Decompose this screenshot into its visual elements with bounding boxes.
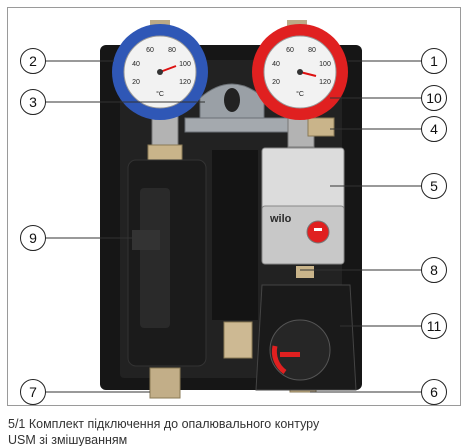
left-gauge-tick-120: 120 — [179, 79, 191, 86]
callout-5: 5 — [421, 173, 447, 199]
check-valve — [307, 117, 335, 137]
right-gauge-tick-120: 120 — [319, 79, 331, 86]
right-gauge-tick-60: 60 — [286, 47, 294, 54]
callout-7: 7 — [20, 379, 46, 405]
callout-3: 3 — [20, 89, 46, 115]
left-gauge-tick-60: 60 — [146, 47, 154, 54]
left-gauge-tick-100: 100 — [179, 61, 191, 68]
pump-brand-label: wilo — [269, 213, 292, 225]
callout-9: 9 — [20, 225, 46, 251]
callout-10: 10 — [421, 85, 447, 111]
callout-1: 1 — [421, 48, 447, 74]
right-gauge-tick-80: 80 — [308, 47, 316, 54]
right-gauge-tick-100: 100 — [319, 61, 331, 68]
pump-body — [261, 147, 345, 213]
actuator-red-marker — [271, 345, 287, 375]
figure-caption: 5/1 Комплект підключення до опалювальног… — [8, 416, 463, 446]
left-gauge-unit: °C — [156, 90, 164, 98]
left-gauge-tick-40: 40 — [132, 61, 140, 68]
callout-2: 2 — [20, 48, 46, 74]
caption-line-2: USM зі змішуванням — [8, 433, 128, 446]
pump-speed-knob — [306, 220, 330, 244]
left-gauge-tick-20: 20 — [132, 79, 140, 86]
callout-6: 6 — [421, 379, 447, 405]
bottom-left-connector — [149, 367, 181, 399]
pump-group-illustration: wilo — [44, 20, 422, 399]
right-gauge-unit: °C — [296, 90, 304, 98]
right-gauge-tick-20: 20 — [272, 79, 280, 86]
gauge-labels: 20 40 60 80 100 120 °C 20 40 60 80 100 1… — [132, 47, 331, 98]
pump-head — [261, 205, 345, 265]
callout-4: 4 — [421, 116, 447, 142]
right-gauge-tick-40: 40 — [272, 61, 280, 68]
left-gauge-tick-80: 80 — [168, 47, 176, 54]
callout-11: 11 — [421, 313, 447, 339]
caption-line-1: 5/1 Комплект підключення до опалювальног… — [8, 417, 320, 431]
callout-8: 8 — [421, 257, 447, 283]
